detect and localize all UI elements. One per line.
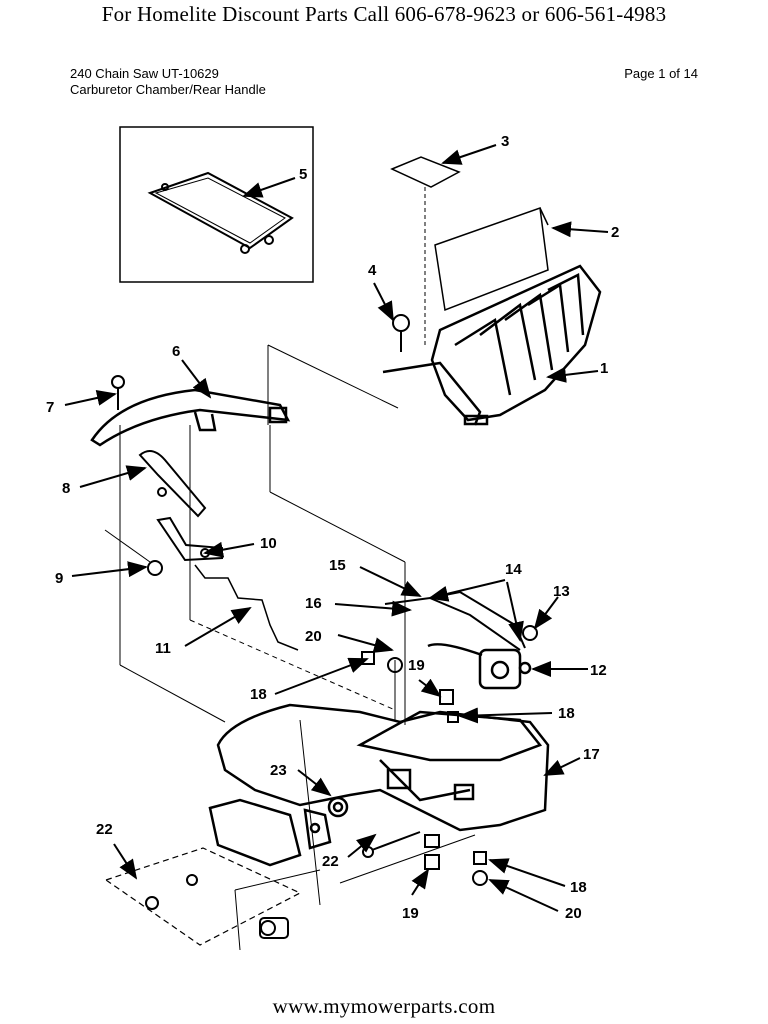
part-22-bolt (362, 831, 421, 858)
part-12-carburetor (427, 643, 532, 690)
part-9-nut (104, 529, 163, 576)
callout-2: 2 (611, 224, 619, 241)
part-23-nut (327, 796, 349, 818)
callout-4: 4 (368, 262, 377, 279)
callout-16: 16 (305, 595, 322, 612)
callout-19-bottom: 19 (402, 905, 419, 922)
callout-20-bottom: 20 (565, 905, 582, 922)
callout-9: 9 (55, 570, 63, 587)
callout-18-left: 18 (250, 686, 267, 703)
callout-12: 12 (590, 662, 607, 679)
callout-arrows (64, 144, 609, 912)
callout-22-kit: 22 (96, 821, 113, 838)
part-14-16-rods (384, 590, 526, 651)
callout-22-bolt: 22 (322, 853, 339, 870)
small-hardware (361, 651, 488, 886)
callout-11: 11 (155, 640, 171, 657)
diagram-header: 240 Chain Saw UT-10629 Carburetor Chambe… (70, 66, 266, 98)
callout-20-top: 20 (305, 628, 322, 645)
page-indicator: Page 1 of 14 (624, 66, 698, 81)
callout-13: 13 (553, 583, 570, 600)
part-5-gasket (147, 171, 294, 254)
part-3-decal (390, 156, 461, 345)
part-8-trigger (138, 450, 207, 518)
callout-6: 6 (172, 343, 180, 360)
part-7-screw (111, 375, 125, 410)
callout-19-top: 19 (408, 657, 425, 674)
section-title: Carburetor Chamber/Rear Handle (70, 82, 266, 97)
part-17-housing (216, 703, 550, 832)
callout-10: 10 (260, 535, 277, 552)
callout-3: 3 (501, 133, 509, 150)
callout-17: 17 (583, 746, 600, 763)
kit-22-hardware (145, 874, 289, 939)
callout-18-bottom: 18 (570, 879, 587, 896)
callout-1: 1 (600, 360, 608, 377)
kit-box-22 (104, 847, 302, 946)
dealer-banner: For Homelite Discount Parts Call 606-678… (101, 2, 667, 26)
part-11-rod (194, 564, 299, 651)
callout-14: 14 (505, 561, 522, 578)
part-22-bracket (208, 798, 332, 867)
model-title: 240 Chain Saw UT-10629 (70, 66, 219, 81)
assembly-guide-lines (119, 344, 476, 951)
callout-labels: 3 2 1 4 5 6 7 8 9 10 11 12 13 14 15 16 1… (46, 133, 619, 922)
callout-5: 5 (299, 166, 307, 183)
inset-box (119, 126, 314, 283)
callout-7: 7 (46, 399, 54, 416)
callout-18-right: 18 (558, 705, 575, 722)
part-4-screw (392, 314, 410, 352)
callout-8: 8 (62, 480, 70, 497)
part-6-handle-cover (90, 388, 291, 447)
footer-url: www.mymowerparts.com (272, 994, 496, 1018)
part-2-screen (434, 206, 549, 312)
callout-23: 23 (270, 762, 287, 779)
callout-15: 15 (329, 557, 346, 574)
part-1-air-filter (382, 264, 602, 426)
part-13-clip (522, 625, 538, 641)
